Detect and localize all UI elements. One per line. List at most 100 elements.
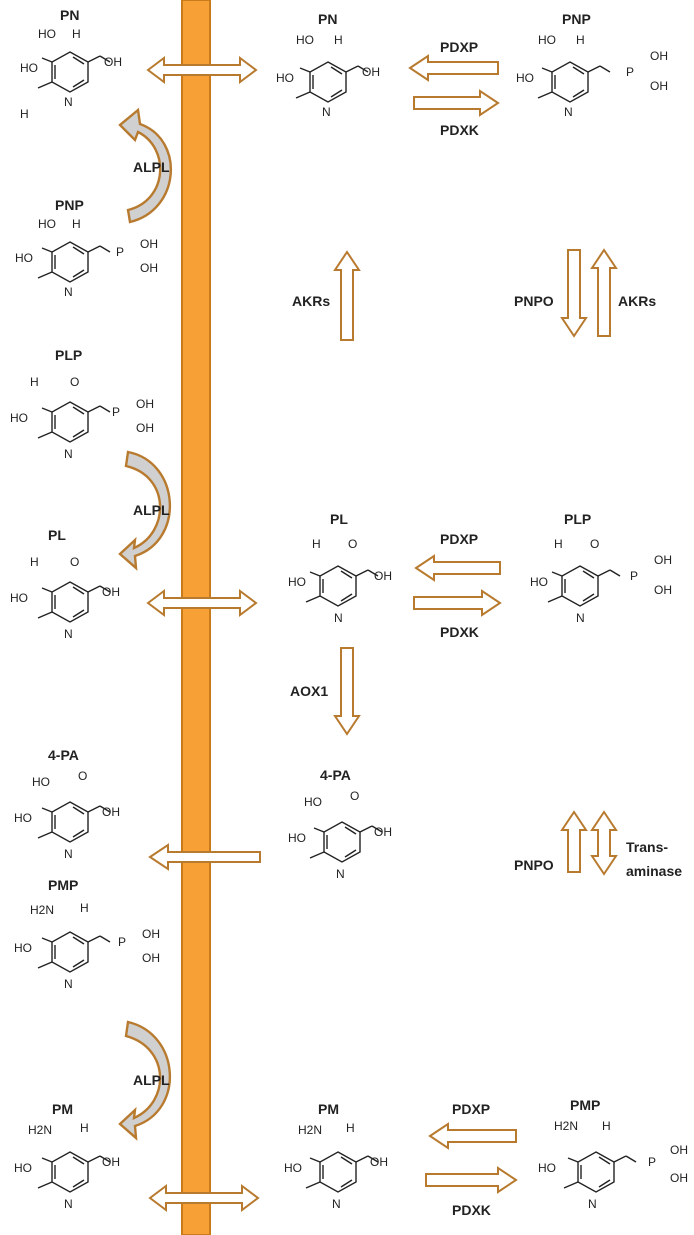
atom-label: O <box>70 555 79 569</box>
atom-label: HO <box>296 33 314 47</box>
atom-label: OH <box>654 583 672 597</box>
atom-label: OH <box>136 397 154 411</box>
atom-label: H2N <box>298 1123 322 1137</box>
molecule-4pa-out: 4-PA HO O HO OH N <box>14 747 120 861</box>
atom-label: OH <box>140 261 158 275</box>
atom-label: HO <box>288 831 306 845</box>
pdxp-arrow-3: PDXP <box>428 1101 517 1150</box>
enzyme-label: PNPO <box>514 857 554 873</box>
molecule-pnp-in: PNP HO H HO P OH OH N <box>516 11 668 119</box>
pdxk-arrow-2: PDXK <box>413 589 502 640</box>
atom-label: N <box>64 447 73 461</box>
atom-label: N <box>64 1197 73 1211</box>
atom-label: H2N <box>554 1119 578 1133</box>
atom-label: HO <box>538 33 556 47</box>
transport-arrow-pm <box>148 1184 260 1212</box>
atom-label: H <box>80 1121 89 1135</box>
alpl-curved-arrow-1: ALPL <box>118 107 172 224</box>
atom-label: OH <box>362 65 380 79</box>
molecule-label: PM <box>52 1101 73 1117</box>
enzyme-label: ALPL <box>133 159 170 175</box>
atom-label: HO <box>32 775 50 789</box>
atom-label: OH <box>650 49 668 63</box>
atom-label: P <box>112 405 120 419</box>
enzyme-label: PDXK <box>440 122 479 138</box>
atom-label: HO <box>20 61 38 75</box>
atom-label: HO <box>10 591 28 605</box>
molecule-pnp-out: PNP HO H HO P OH OH N <box>15 197 158 299</box>
atom-label: HO <box>14 1161 32 1175</box>
atom-label: N <box>332 1197 341 1211</box>
atom-label: HO <box>284 1161 302 1175</box>
atom-label: H <box>576 33 585 47</box>
molecule-pmp-out: PMP H2N H HO P OH OH N <box>14 877 160 991</box>
pdxp-arrow-2: PDXP <box>414 531 501 582</box>
atom-label: N <box>336 867 345 881</box>
molecule-pn-out: PN HO H HO OH N H <box>20 7 122 121</box>
alpl-curved-arrow-2: ALPL <box>118 450 171 571</box>
atom-label: N <box>64 285 73 299</box>
enzyme-label: AOX1 <box>290 683 328 699</box>
atom-label: P <box>118 935 126 949</box>
atom-label: OH <box>374 825 392 839</box>
alpl-curved-arrow-3: ALPL <box>118 1020 171 1141</box>
enzyme-label: PDXP <box>440 531 478 547</box>
atom-label: N <box>588 1197 597 1211</box>
molecule-label: PM <box>318 1101 339 1117</box>
atom-label: H <box>72 217 81 231</box>
atom-label: OH <box>102 585 120 599</box>
atom-label: HO <box>304 795 322 809</box>
atom-label: OH <box>650 79 668 93</box>
atom-label: OH <box>104 55 122 69</box>
atom-label: P <box>648 1155 656 1169</box>
molecule-pn-in: PN HO H HO OH N <box>276 11 380 119</box>
atom-label: H <box>346 1121 355 1135</box>
aox1-arrow-down: AOX1 <box>290 647 361 736</box>
atom-label: OH <box>370 1155 388 1169</box>
molecule-label: PN <box>60 7 79 23</box>
transport-arrow-pn <box>146 56 258 84</box>
atom-label: OH <box>142 951 160 965</box>
atom-label: H2N <box>28 1123 52 1137</box>
molecule-pmp-in: PMP H2N H HO P OH OH N <box>538 1097 688 1211</box>
pdxp-arrow-1: PDXP <box>408 39 499 82</box>
cell-membrane <box>181 0 211 1235</box>
akrs-arrow-up-2: AKRs <box>590 248 656 337</box>
atom-label: OH <box>654 553 672 567</box>
atom-label: H <box>80 901 89 915</box>
atom-label: N <box>64 627 73 641</box>
atom-label: HO <box>10 411 28 425</box>
enzyme-label: PDXP <box>440 39 478 55</box>
atom-label: HO <box>288 575 306 589</box>
atom-label: N <box>576 611 585 625</box>
atom-label: OH <box>670 1171 688 1185</box>
atom-label: OH <box>374 569 392 583</box>
atom-label: HO <box>516 71 534 85</box>
atom-label: N <box>334 611 343 625</box>
atom-label: OH <box>142 927 160 941</box>
atom-label: HO <box>38 27 56 41</box>
molecule-plp-in: PLP H O HO P OH OH N <box>530 511 672 625</box>
atom-label: H <box>20 107 29 121</box>
enzyme-label: ALPL <box>133 1072 170 1088</box>
atom-label: O <box>350 789 359 803</box>
atom-label: H <box>30 555 39 569</box>
enzyme-label: Trans- <box>626 839 668 855</box>
enzyme-label: PDXK <box>440 624 479 640</box>
atom-label: P <box>626 65 634 79</box>
enzyme-label: AKRs <box>618 293 656 309</box>
atom-label: HO <box>530 575 548 589</box>
enzyme-label: aminase <box>626 863 682 879</box>
atom-label: H <box>312 537 321 551</box>
molecule-plp-out: PLP H O HO P OH OH N <box>10 347 154 461</box>
molecule-pl-out: PL H O HO OH N <box>10 527 120 641</box>
atom-label: O <box>78 769 87 783</box>
atom-label: N <box>322 105 331 119</box>
atom-label: H2N <box>30 903 54 917</box>
pnpo-arrow-down: PNPO <box>514 249 588 338</box>
atom-label: N <box>64 977 73 991</box>
atom-label: OH <box>102 1155 120 1169</box>
molecule-4pa-in: 4-PA HO O HO OH N <box>288 767 392 881</box>
atom-label: HO <box>276 71 294 85</box>
